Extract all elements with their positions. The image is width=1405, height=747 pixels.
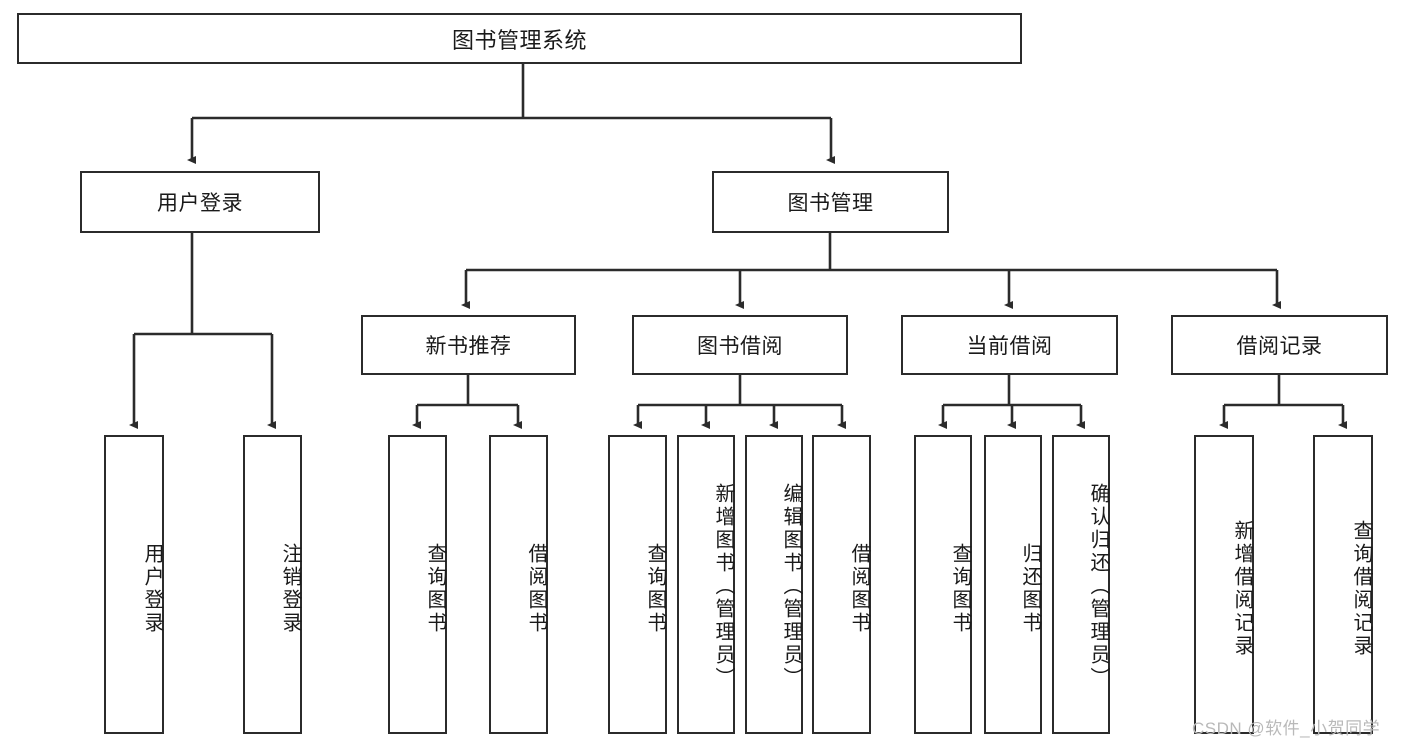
node-label: 查询图书 bbox=[949, 542, 971, 635]
node-label: 确认归还（管理员） bbox=[1087, 483, 1109, 690]
node-label: 注销登录 bbox=[279, 542, 301, 635]
node-label: 新增图书（管理员） bbox=[712, 483, 734, 690]
leaf-book-borrow-borrow-books[interactable]: 借阅图书 bbox=[812, 435, 871, 734]
node-label: 用户登录 bbox=[141, 542, 163, 635]
leaf-current-borrow-return-books[interactable]: 归还图书 bbox=[984, 435, 1042, 734]
leaf-borrow-record-add-record[interactable]: 新增借阅记录 bbox=[1194, 435, 1254, 734]
node-user-login[interactable]: 用户登录 bbox=[80, 171, 320, 233]
leaf-current-borrow-query-books[interactable]: 查询图书 bbox=[914, 435, 972, 734]
leaf-book-borrow-edit-book-admin[interactable]: 编辑图书（管理员） bbox=[745, 435, 803, 734]
node-new-book-recommend[interactable]: 新书推荐 bbox=[361, 315, 576, 375]
node-label: 图书借阅 bbox=[697, 335, 783, 358]
node-borrow-record[interactable]: 借阅记录 bbox=[1171, 315, 1388, 375]
node-label: 查询图书 bbox=[424, 542, 446, 635]
node-label: 归还图书 bbox=[1019, 542, 1041, 635]
leaf-new-book-query-books[interactable]: 查询图书 bbox=[388, 435, 447, 734]
node-label: 编辑图书（管理员） bbox=[780, 483, 802, 690]
node-label: 借阅图书 bbox=[848, 542, 870, 635]
node-label: 查询图书 bbox=[644, 542, 666, 635]
watermark: CSDN @软件_小贺同学 bbox=[1192, 719, 1381, 738]
node-book-borrow[interactable]: 图书借阅 bbox=[632, 315, 848, 375]
leaf-current-borrow-confirm-return-admin[interactable]: 确认归还（管理员） bbox=[1052, 435, 1110, 734]
node-label: 借阅图书 bbox=[525, 542, 547, 635]
leaf-user-login-logout[interactable]: 注销登录 bbox=[243, 435, 302, 734]
node-label: 新书推荐 bbox=[425, 335, 512, 358]
node-current-borrow[interactable]: 当前借阅 bbox=[901, 315, 1118, 375]
node-root-book-management-system[interactable]: 图书管理系统 bbox=[17, 13, 1022, 64]
leaf-book-borrow-add-book-admin[interactable]: 新增图书（管理员） bbox=[677, 435, 735, 734]
node-label: 当前借阅 bbox=[966, 335, 1053, 358]
leaf-user-login-login[interactable]: 用户登录 bbox=[104, 435, 164, 734]
leaf-book-borrow-query-books[interactable]: 查询图书 bbox=[608, 435, 667, 734]
node-label: 借阅记录 bbox=[1236, 335, 1323, 358]
node-book-management[interactable]: 图书管理 bbox=[712, 171, 949, 233]
node-label: 图书管理系统 bbox=[451, 27, 587, 53]
node-label: 新增借阅记录 bbox=[1231, 519, 1253, 658]
leaf-new-book-borrow-books[interactable]: 借阅图书 bbox=[489, 435, 548, 734]
leaf-borrow-record-query-record[interactable]: 查询借阅记录 bbox=[1313, 435, 1373, 734]
node-label: 查询借阅记录 bbox=[1350, 519, 1372, 658]
node-label: 用户登录 bbox=[157, 192, 243, 215]
node-label: 图书管理 bbox=[787, 192, 874, 215]
